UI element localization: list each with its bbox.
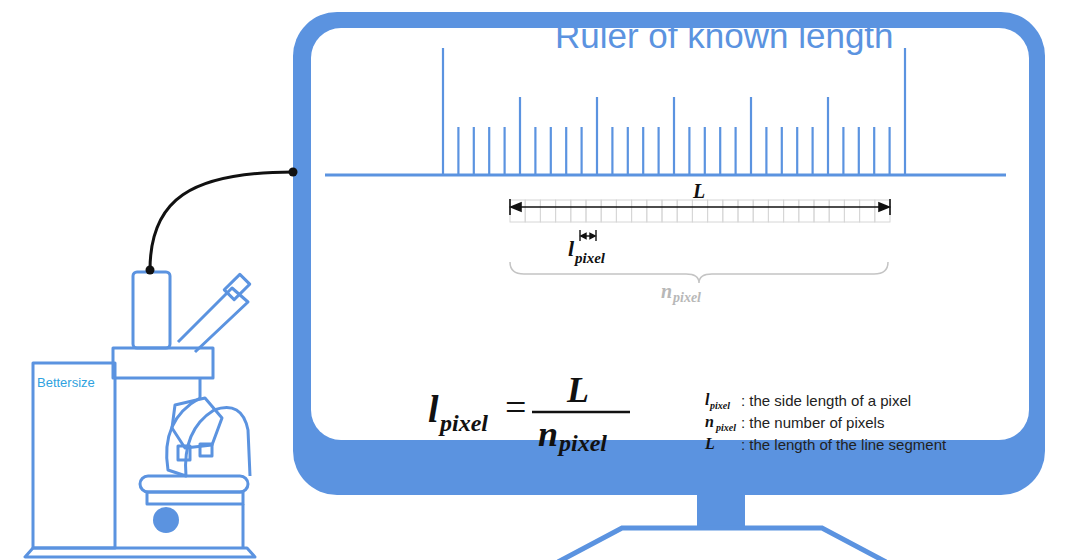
dimension-line xyxy=(510,199,890,215)
definition-text: : the side length of a pixel xyxy=(741,393,911,408)
legend-symbol: n xyxy=(705,414,714,430)
camera-cable xyxy=(146,168,298,275)
brace xyxy=(510,262,888,283)
monitor: Ruler of known length xyxy=(293,12,1045,495)
formula-numerator: L xyxy=(567,372,589,408)
ruler-baseline xyxy=(325,174,1006,177)
legend-symbol: L xyxy=(705,436,715,452)
formula-subscript: pixel xyxy=(559,431,607,455)
focus-knob xyxy=(153,507,179,533)
formula-symbol: n xyxy=(538,416,558,452)
microscope xyxy=(25,272,255,557)
formula-subscript: pixel xyxy=(440,411,488,435)
microscope-body: Bettersize xyxy=(25,270,260,560)
formula-symbol: l xyxy=(428,390,439,428)
ruler-ticks xyxy=(443,48,905,175)
pixel-row xyxy=(510,200,890,222)
brand-label: Bettersize xyxy=(37,376,95,389)
monitor-neck xyxy=(697,495,745,527)
legend-subscript: pixel xyxy=(710,401,730,411)
count-subscript: pixel xyxy=(673,291,701,305)
monitor-screen xyxy=(311,28,1029,440)
pixel-subscript: pixel xyxy=(575,251,605,266)
definition-text: : the number of pixels xyxy=(741,415,884,430)
definition-text: : the length of the line segment xyxy=(741,437,946,452)
pixel-symbol: l xyxy=(568,238,574,260)
count-symbol: n xyxy=(661,281,672,301)
monitor-frame xyxy=(293,12,1045,495)
screen-title: Ruler of known length xyxy=(555,18,894,53)
equals-sign: = xyxy=(505,388,526,426)
monitor-base xyxy=(558,528,886,560)
fraction-bar xyxy=(532,411,630,414)
legend-symbol: l xyxy=(705,392,709,408)
length-symbol: L xyxy=(693,181,705,201)
pixel-dimension xyxy=(580,230,596,241)
legend-subscript: pixel xyxy=(716,423,736,433)
